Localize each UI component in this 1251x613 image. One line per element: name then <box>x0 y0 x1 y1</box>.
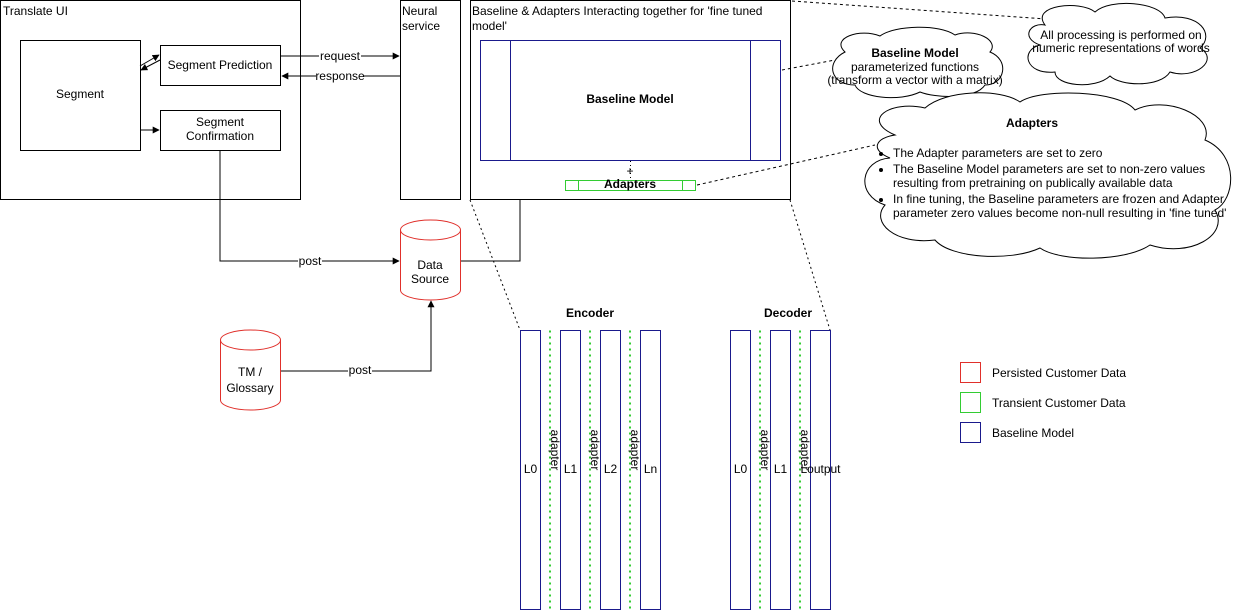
decoder-title: Decoder <box>764 306 812 320</box>
data-source-label-line2: Source <box>411 272 449 286</box>
translate-ui-title: Translate UI <box>3 4 68 18</box>
layer-label: Loutput <box>800 462 841 476</box>
legend-swatch <box>960 362 981 383</box>
processing-cloud-line1: All processing is performed on <box>1040 28 1201 42</box>
adapter-label: adapter <box>548 430 562 471</box>
adapters-bullet-item: The Baseline Model parameters are set to… <box>893 162 1241 190</box>
confirmation-post-arrow <box>219 151 400 265</box>
adapter-label: adapter <box>628 430 642 471</box>
legend-label: Transient Customer Data <box>992 396 1126 410</box>
layer-box <box>600 330 621 610</box>
layer-box <box>560 330 581 610</box>
layer-label: L0 <box>734 462 748 476</box>
tm-glossary-label-line1: TM / <box>238 365 263 379</box>
adapters-callout-line <box>696 144 876 186</box>
processing-callout-line <box>791 0 1061 21</box>
prediction-to-segment-arrow <box>140 59 161 71</box>
adapter-label: adapter <box>588 430 602 471</box>
adapters-box <box>565 180 696 191</box>
zoom-line-left <box>469 199 521 331</box>
neural-service-box <box>400 0 461 200</box>
segment-label: Segment <box>56 87 105 101</box>
adapters-cloud-bullets: The Adapter parameters are set to zeroTh… <box>879 146 1241 222</box>
baseline-cloud-line2: (transform a vector with a matrix) <box>827 73 1002 87</box>
tm-glossary-label-line2: Glossary <box>226 381 273 395</box>
legend-label: Persisted Customer Data <box>992 366 1126 380</box>
baseline-cloud <box>832 26 1004 99</box>
adapters-cloud <box>864 92 1232 259</box>
legend-label: Baseline Model <box>992 426 1074 440</box>
tm-post-arrow <box>281 300 435 372</box>
adapters-bullet-item: In fine tuning, the Baseline parameters … <box>893 192 1241 220</box>
processing-cloud <box>1027 2 1208 86</box>
layer-box <box>730 330 751 610</box>
processing-cloud-line2: numeric representations of words <box>1032 41 1209 55</box>
adapters-cloud-title: Adapters <box>1006 116 1058 130</box>
segment-prediction-box <box>160 45 281 86</box>
tm-glossary-cylinder <box>220 329 281 411</box>
segment-confirmation-label-line2: Confirmation <box>186 129 254 143</box>
layer-label: Ln <box>644 462 657 476</box>
post-label-2: post <box>349 363 372 377</box>
data-source-cylinder <box>400 219 461 301</box>
layer-box <box>810 330 831 610</box>
baseline-callout-line <box>781 59 836 71</box>
neural-service-label-line2: service <box>402 19 440 33</box>
layer-label: L1 <box>564 462 578 476</box>
baseline-model-box <box>480 40 781 161</box>
segment-confirmation-box <box>160 110 281 151</box>
encoder-title: Encoder <box>566 306 614 320</box>
legend-swatch <box>960 392 981 413</box>
layer-box <box>520 330 541 610</box>
plus-sign: + <box>626 164 633 178</box>
segment-box <box>20 40 141 151</box>
adapters-label: Adapters <box>604 177 656 191</box>
layer-box <box>770 330 791 610</box>
layer-label: L1 <box>774 462 788 476</box>
layer-label: L2 <box>604 462 618 476</box>
segment-confirmation-label-line1: Segment <box>196 115 245 129</box>
layer-label: L0 <box>524 462 538 476</box>
layer-box <box>640 330 661 610</box>
response-label: response <box>315 69 365 83</box>
baseline-adapters-title-line1: Baseline & Adapters Interacting together… <box>472 4 762 18</box>
adapter-label: adapter <box>798 430 812 471</box>
segment-prediction-label: Segment Prediction <box>168 58 273 72</box>
baseline-cloud-title: Baseline Model <box>871 46 958 60</box>
baseline-adapters-title-line2: model' <box>472 19 507 33</box>
adapter-label: adapter <box>758 430 772 471</box>
adapters-bullet-item: The Adapter parameters are set to zero <box>893 146 1241 160</box>
post-label-1: post <box>299 254 322 268</box>
baseline-model-label: Baseline Model <box>586 92 673 106</box>
neural-service-label-line1: Neural <box>402 4 437 18</box>
data-source-label-line1: Data <box>417 258 443 272</box>
legend-swatch <box>960 422 981 443</box>
translate-ui-group: Translate UI Segment Segment Prediction … <box>0 0 301 200</box>
baseline-cloud-line1: parameterized functions <box>851 60 979 74</box>
request-label: request <box>320 49 361 63</box>
